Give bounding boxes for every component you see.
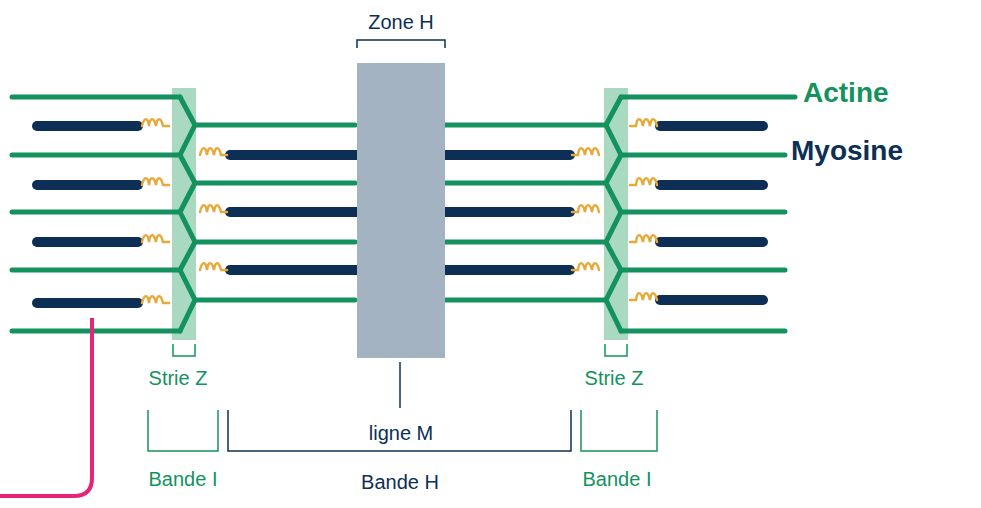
pointer-line: [0, 318, 92, 496]
z-bracket: [605, 344, 627, 356]
z-line-label: Strie Z: [585, 367, 644, 389]
band-label: Bande H: [361, 471, 439, 493]
i-band-bracket: [148, 410, 218, 451]
zone-label: Zone H: [368, 11, 434, 33]
h-zone-bracket: [357, 40, 445, 48]
m-line-label: ligne M: [369, 422, 433, 444]
m-line-leader: [399, 362, 401, 408]
legend-label: Myosine: [791, 136, 903, 167]
z-line-label: Strie Z: [149, 367, 208, 389]
h-band-bracket: [228, 410, 571, 451]
band-label: Bande I: [149, 468, 218, 490]
legend-label: Actine: [803, 78, 889, 109]
z-bracket: [173, 344, 195, 356]
i-band-bracket: [581, 410, 657, 451]
h-zone: [357, 63, 445, 358]
band-label: Bande I: [583, 468, 652, 490]
